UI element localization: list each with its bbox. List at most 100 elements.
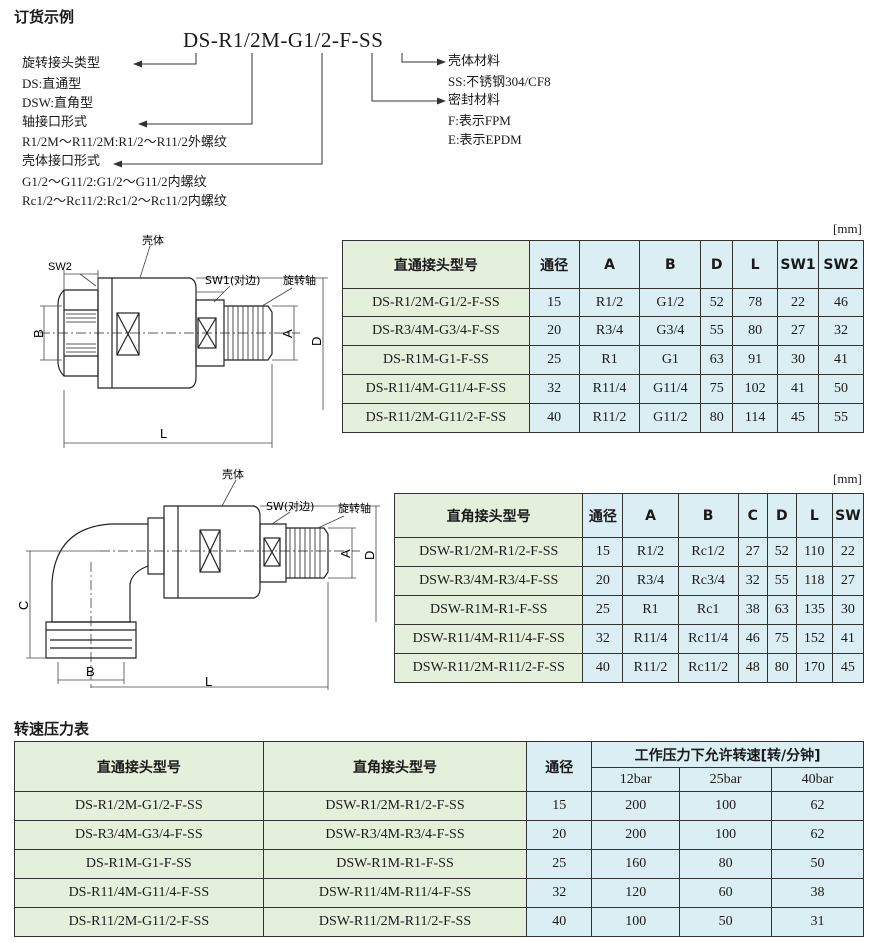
cell: Rc11/2 [677, 653, 739, 683]
cell: 30 [831, 595, 865, 625]
cell: 62 [771, 791, 864, 821]
cell: 15 [526, 791, 593, 821]
cell: 27 [831, 566, 865, 596]
cell: G1 [639, 345, 702, 375]
cell: 25 [582, 595, 624, 625]
cell: R1 [578, 345, 641, 375]
angle-header-sw: SW [831, 493, 865, 538]
cell: DS-R1M-G1-F-SS [342, 345, 530, 375]
desc-material-ss: SS:不锈钢304/CF8 [448, 73, 551, 89]
cell: 55 [818, 403, 864, 433]
cell: 15 [528, 288, 580, 317]
cell: 52 [700, 288, 734, 317]
cell: R11/2 [578, 403, 641, 433]
straight-header-b: B [639, 240, 702, 289]
straight-header-bore: 通径 [528, 240, 580, 289]
cell: R1/2 [622, 537, 679, 567]
table-row: DS-R1/2M-G1/2-F-SS DSW-R1/2M-R1/2-F-SS 1… [14, 791, 864, 821]
cell: R1 [622, 595, 679, 625]
straight-header-sw1: SW1 [777, 240, 820, 289]
speed-subheader-40bar: 40bar [771, 767, 864, 792]
desc-seal-title: 密封材料 [448, 93, 501, 109]
cell: 48 [737, 653, 768, 683]
cell: DSW-R1M-R1-F-SS [262, 849, 528, 879]
angle-label-body: 壳体 [222, 467, 244, 481]
cell: R3/4 [622, 566, 679, 596]
cell: 41 [831, 624, 865, 654]
cell: 40 [528, 403, 580, 433]
cell: 80 [679, 849, 773, 879]
straight-label-b: B [31, 329, 46, 338]
cell: 32 [737, 566, 768, 596]
angle-header-l: L [795, 493, 833, 538]
cell: 80 [732, 316, 779, 346]
desc-type-ds: DS:直通型 [22, 75, 82, 91]
angle-header-a: A [622, 493, 679, 538]
cell: DSW-R1/2M-R1/2-F-SS [262, 791, 528, 821]
cell: 75 [766, 624, 797, 654]
cell: DS-R11/2M-G11/2-F-SS [342, 403, 530, 433]
cell: 100 [679, 820, 773, 850]
cell: 46 [737, 624, 768, 654]
straight-header-a: A [578, 240, 641, 289]
angle-label-c: C [16, 601, 31, 610]
cell: DS-R11/4M-G11/4-F-SS [342, 374, 530, 404]
angle-label-sw: SW(对边) [266, 499, 314, 513]
cell: 22 [777, 288, 820, 317]
cell: 120 [591, 878, 681, 908]
cell: DS-R11/2M-G11/2-F-SS [14, 907, 264, 937]
cell: G1/2 [639, 288, 702, 317]
cell: DSW-R3/4M-R3/4-F-SS [262, 820, 528, 850]
desc-material-title: 壳体材料 [448, 54, 501, 69]
cell: DSW-R11/4M-R11/4-F-SS [262, 878, 528, 908]
cell: 55 [700, 316, 734, 346]
straight-label-d: D [309, 337, 324, 346]
cell: 27 [777, 316, 820, 346]
table-row: DS-R11/4M-G11/4-F-SS DSW-R11/4M-R11/4-F-… [14, 878, 864, 908]
cell: 46 [818, 288, 864, 317]
table-row: DS-R11/2M-G11/2-F-SS DSW-R11/2M-R11/2-F-… [14, 907, 864, 937]
cell: 31 [771, 907, 864, 937]
cell: 30 [777, 345, 820, 375]
cell: 63 [766, 595, 797, 625]
table-row: DSW-R11/4M-R11/4-F-SS 32 R11/4 Rc11/4 46… [393, 624, 865, 654]
straight-joint-drawing: 壳体 SW2 SW1(对边) 旋转轴 B A D L [31, 233, 328, 448]
desc-body-rc: Rc1/2～Rc11/2:Rc1/2～Rc11/2内螺纹 [22, 193, 227, 209]
straight-spec-table: 直通接头型号 通径 A B D L SW1 SW2 DS-R1/2M-G1/2-… [342, 240, 864, 433]
desc-type-dsw: DSW:直角型 [22, 95, 94, 111]
cell: DS-R1/2M-G1/2-F-SS [342, 288, 530, 317]
cell: DS-R3/4M-G3/4-F-SS [14, 820, 264, 850]
order-left-descriptions: 旋转接头类型 DS:直通型 DSW:直角型 轴接口形式 R1/2M～R11/2M… [22, 54, 227, 211]
desc-seal-e: E:表示EPDM [448, 132, 522, 148]
cell: 20 [528, 316, 580, 346]
table-row: DS-R3/4M-G3/4-F-SS 20 R3/4 G3/4 55 80 27… [342, 316, 864, 346]
angle-label-l: L [205, 674, 212, 689]
cell: 41 [818, 345, 864, 375]
straight-header-l: L [732, 240, 779, 289]
cell: DSW-R11/4M-R11/4-F-SS [393, 624, 584, 654]
cell: DS-R1/2M-G1/2-F-SS [14, 791, 264, 821]
cell: 20 [526, 820, 593, 850]
cell: 22 [831, 537, 865, 567]
cell: 62 [771, 820, 864, 850]
angle-header-b: B [677, 493, 739, 538]
speed-header-angle: 直角接头型号 [262, 741, 528, 792]
table-row: DS-R11/2M-G11/2-F-SS 40 R11/2 G11/2 80 1… [342, 403, 864, 433]
cell: 25 [526, 849, 593, 879]
desc-body-g: G1/2～G11/2:G1/2～G11/2内螺纹 [22, 173, 207, 189]
straight-label-shaft: 旋转轴 [283, 273, 316, 287]
straight-header-model: 直通接头型号 [342, 240, 530, 289]
desc-body-title: 壳体接口形式 [22, 153, 101, 169]
cell: 32 [528, 374, 580, 404]
cell: 135 [795, 595, 833, 625]
cell: 63 [700, 345, 734, 375]
cell: 170 [795, 653, 833, 683]
angle-header-bore: 通径 [582, 493, 624, 538]
cell: DSW-R1/2M-R1/2-F-SS [393, 537, 584, 567]
table-row: DSW-R1M-R1-F-SS 25 R1 Rc1 38 63 135 30 [393, 595, 865, 625]
straight-label-sw1: SW1(对边) [205, 273, 260, 287]
angle-label-a: A [338, 549, 353, 558]
cell: 25 [528, 345, 580, 375]
cell: Rc11/4 [677, 624, 739, 654]
cell: 20 [582, 566, 624, 596]
